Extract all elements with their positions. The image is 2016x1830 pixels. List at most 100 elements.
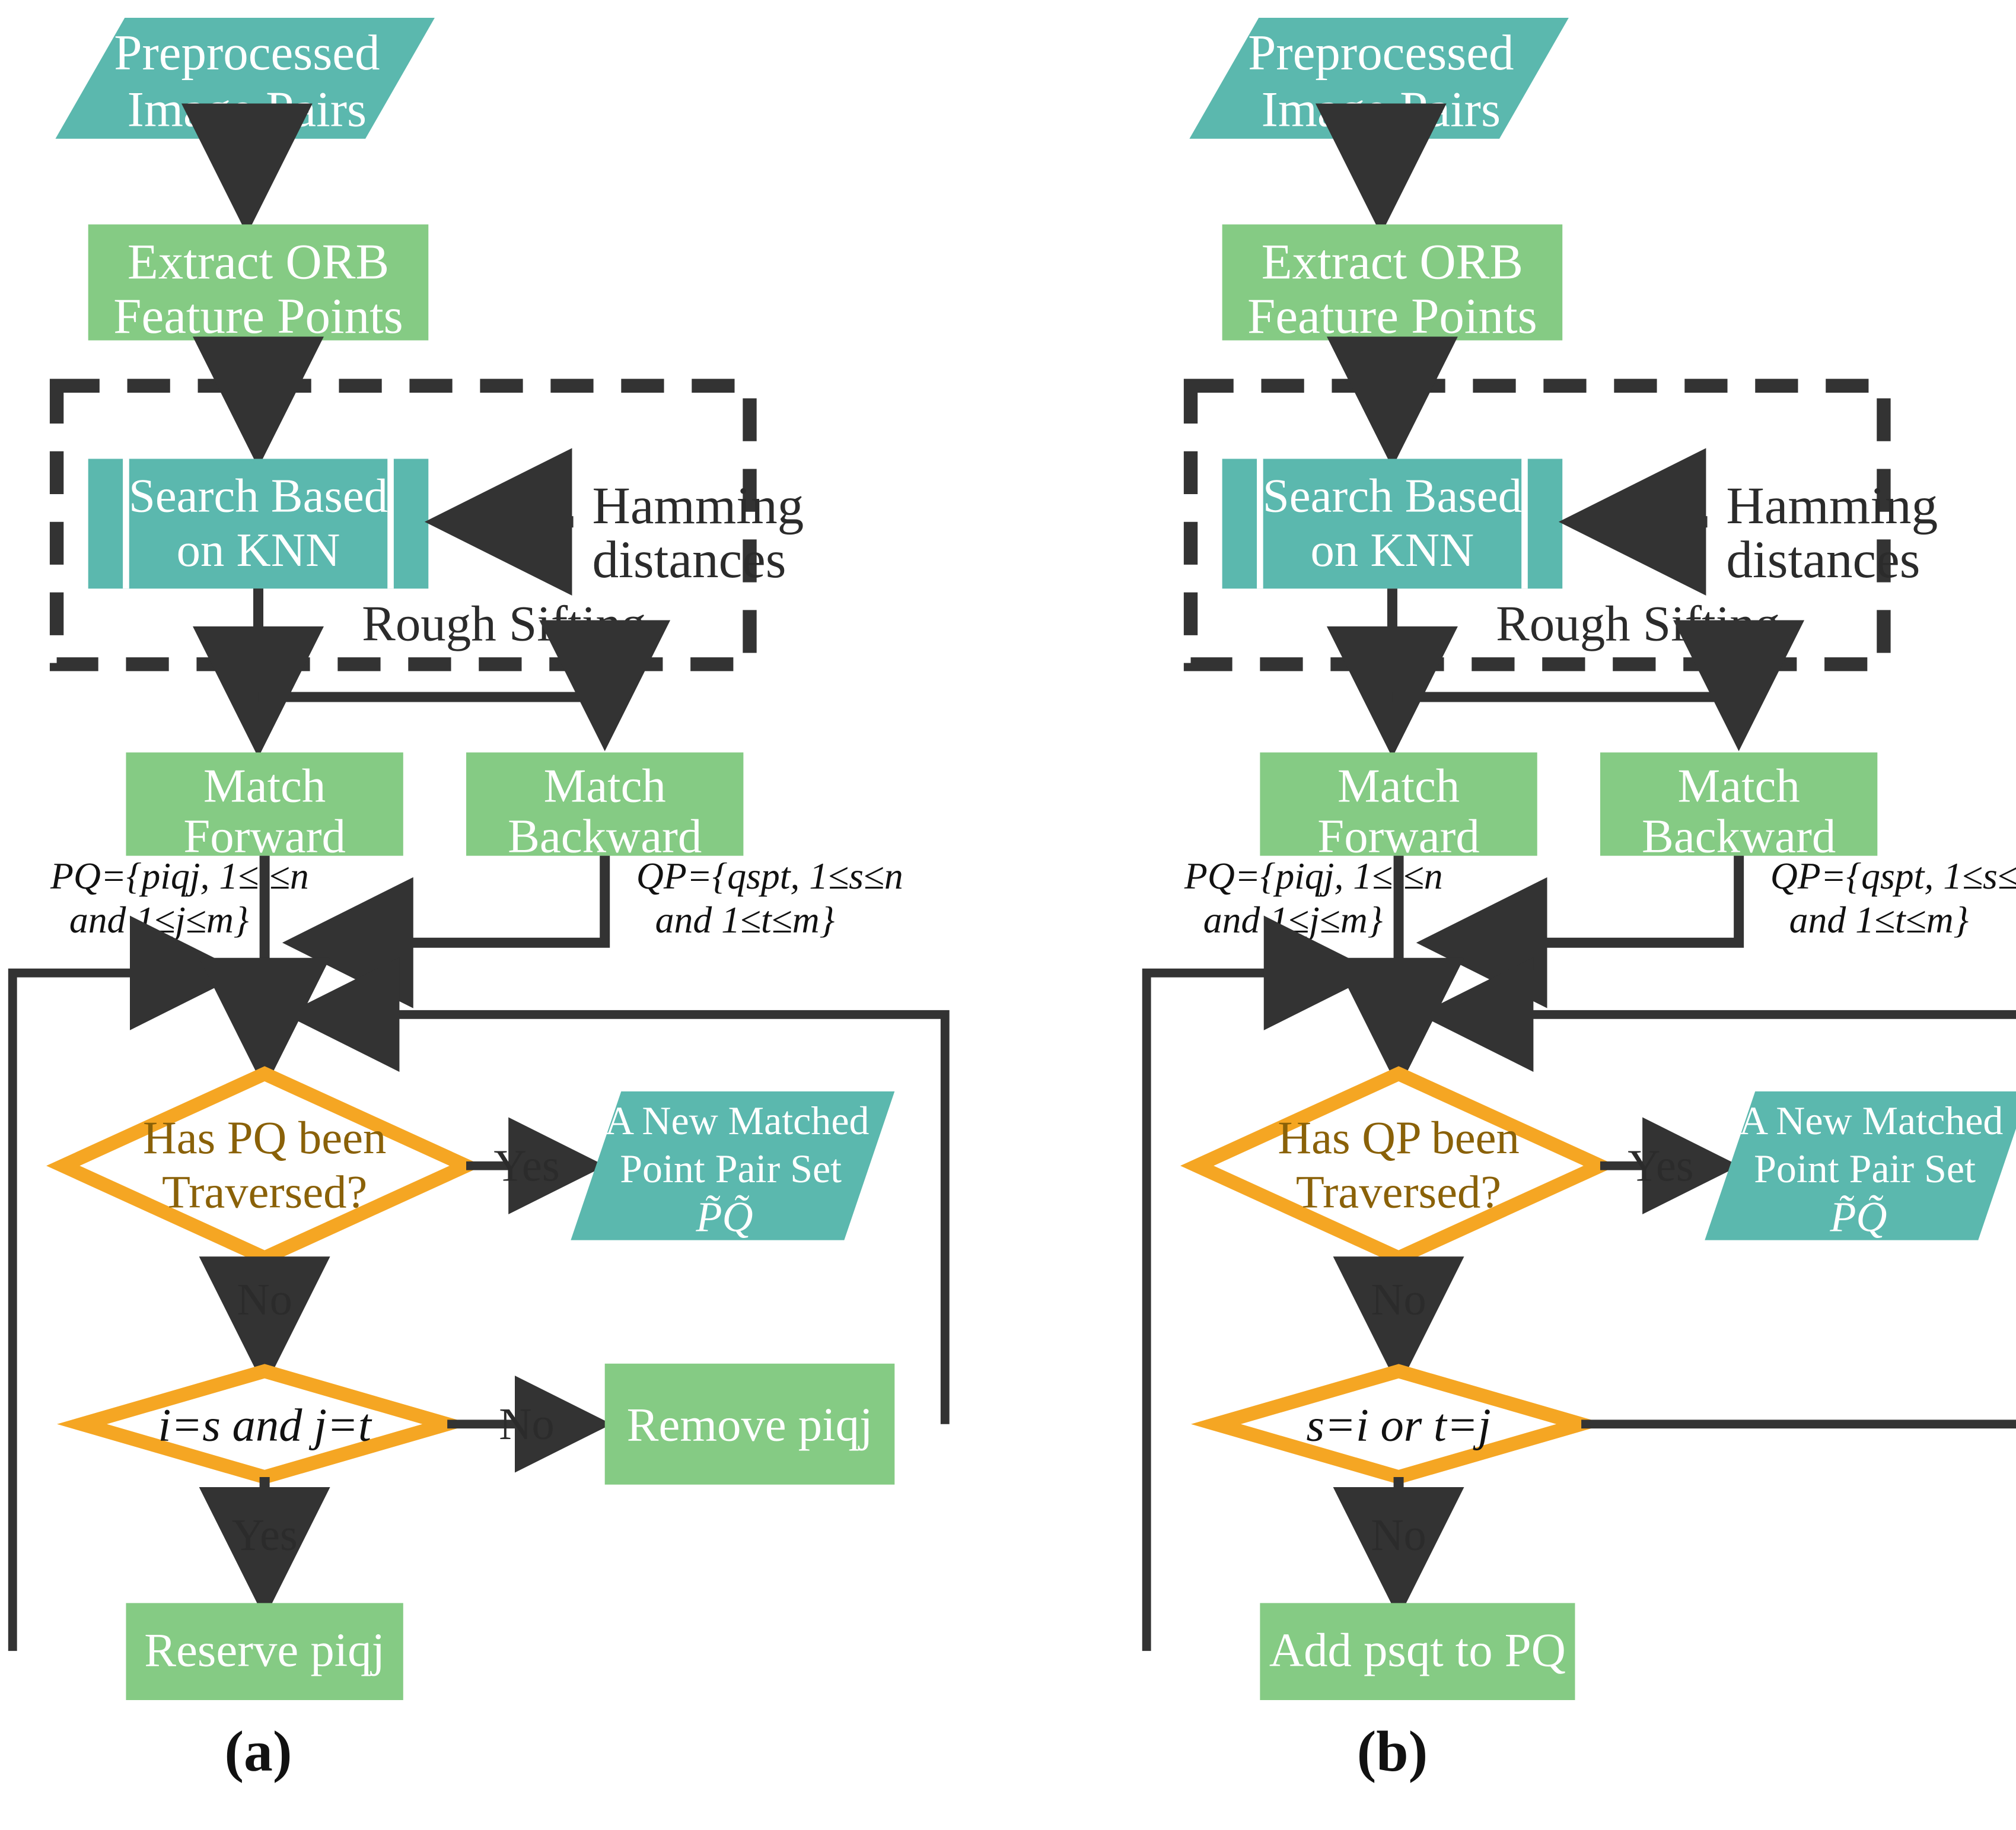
panel-a-caption: (a) bbox=[225, 1720, 292, 1784]
panel-a-input-label-1: Preprocessed bbox=[114, 25, 380, 81]
panel-a-edge-backward-to-junction bbox=[282, 855, 610, 1008]
panel-b-rough-sifting-label: Rough Sifting bbox=[1496, 596, 1780, 651]
panel-a-pq-set-line-1: PQ={piqj, 1≤i≤n bbox=[50, 855, 309, 897]
panel-a-qp-set-line-1: QP={qspt, 1≤s≤n bbox=[636, 855, 903, 897]
panel-b-knn-rect bbox=[1222, 459, 1563, 589]
panel-a-decision1-no-label: No bbox=[237, 1274, 292, 1325]
panel-a-match-backward-rect bbox=[466, 752, 744, 856]
panel-a-edge-knn-to-backward bbox=[258, 620, 671, 752]
panel-a: Preprocessed Image Pairs Extract ORB Fea… bbox=[8, 17, 950, 1784]
panel-b-add-node: Add psqt to PQ bbox=[1260, 1603, 1575, 1700]
panel-a-edge-reserve-feedback bbox=[8, 915, 245, 1651]
panel-b-extract-rect bbox=[1222, 224, 1563, 340]
panel-a-output-parallelogram bbox=[571, 1091, 895, 1240]
panel-b-hamming-label-2: distances bbox=[1726, 530, 1920, 589]
panel-b-match-forward-node: Match Forward bbox=[1260, 752, 1537, 863]
panel-a-rough-sifting-label: Rough Sifting bbox=[362, 596, 646, 651]
panel-a-decision2-label: i=s and j=t bbox=[158, 1399, 372, 1451]
panel-b-extract-node: Extract ORB Feature Points bbox=[1222, 224, 1563, 344]
panel-a-decision1-yes-label: Yes bbox=[493, 1141, 559, 1191]
panel-b-match-backward-rect bbox=[1600, 752, 1878, 856]
panel-b-output-label-1: A New Matched bbox=[1739, 1098, 2003, 1143]
panel-b-output-node: A New Matched Point Pair Set P̃Q̃ bbox=[1705, 1091, 2016, 1241]
panel-a-match-backward-label-1: Match bbox=[544, 759, 666, 812]
panel-a-knn-rect bbox=[88, 459, 429, 589]
panel-a-reserve-node: Reserve piqj bbox=[126, 1603, 403, 1700]
panel-b-decision2-label: s=i or t=j bbox=[1306, 1399, 1490, 1451]
panel-b-match-backward-node: Match Backward bbox=[1600, 752, 1878, 863]
panel-a-hamming-label-2: distances bbox=[592, 530, 786, 589]
panel-b-output-label-2: Point Pair Set bbox=[1754, 1146, 1976, 1191]
panel-b-decision1-label-2: Traversed? bbox=[1296, 1166, 1501, 1218]
panel-b-pq-set-line-2: and 1≤j≤m} bbox=[1203, 899, 1383, 941]
panel-a-qp-set-line-2: and 1≤t≤m} bbox=[655, 899, 835, 941]
panel-a-extract-rect bbox=[88, 224, 429, 340]
panel-a-decision2-yes-label: Yes bbox=[231, 1510, 297, 1560]
panel-b-match-forward-label-2: Forward bbox=[1317, 810, 1479, 863]
panel-a-remove-node: Remove piqj bbox=[604, 1363, 895, 1485]
panel-a-reserve-label: Reserve piqj bbox=[144, 1624, 385, 1677]
panel-a-input-parallelogram bbox=[55, 17, 435, 139]
panel-a-output-label-3: P̃Q̃ bbox=[695, 1194, 753, 1241]
panel-a-decision2-no-label: No bbox=[499, 1399, 554, 1449]
panel-b-caption: (b) bbox=[1357, 1720, 1428, 1784]
panel-b-edge-backward-to-junction bbox=[1416, 855, 1744, 1008]
panel-a-decision2-node: i=s and j=t bbox=[57, 1364, 473, 1485]
panel-b: Preprocessed Image Pairs Extract ORB Fea… bbox=[1142, 17, 2016, 1784]
panel-b-edge-yes-feedback bbox=[1419, 957, 2016, 1072]
panel-b-decision1-label-1: Has QP been bbox=[1278, 1112, 1519, 1164]
panel-b-match-backward-label-1: Match bbox=[1678, 759, 1800, 812]
panel-a-output-label-1: A New Matched bbox=[605, 1098, 869, 1143]
panel-b-edge-add-feedback bbox=[1142, 915, 1379, 1651]
panel-b-match-forward-label-1: Match bbox=[1337, 759, 1460, 812]
panel-a-match-forward-label-1: Match bbox=[203, 759, 326, 812]
panel-a-match-forward-label-2: Forward bbox=[183, 810, 346, 863]
panel-a-decision1-label-2: Traversed? bbox=[162, 1166, 367, 1218]
panel-a-input-label-2: Image Pairs bbox=[128, 82, 367, 138]
panel-b-rough-sifting-group bbox=[1183, 378, 1891, 671]
panel-a-knn-label-1: Search Based bbox=[129, 470, 388, 523]
panel-b-match-forward-rect bbox=[1260, 752, 1537, 856]
panel-a-extract-label-2: Feature Points bbox=[113, 288, 403, 344]
panel-a-remove-label: Remove piqj bbox=[627, 1398, 873, 1451]
panel-a-edge-remove-feedback bbox=[285, 957, 950, 1424]
panel-b-add-rect bbox=[1260, 1603, 1575, 1700]
panel-a-knn-label-2: on KNN bbox=[177, 524, 340, 577]
panel-a-output-node: A New Matched Point Pair Set P̃Q̃ bbox=[571, 1091, 895, 1241]
panel-a-match-forward-node: Match Forward bbox=[126, 752, 403, 863]
panel-a-output-label-2: Point Pair Set bbox=[620, 1146, 842, 1191]
panel-b-input-label-2: Image Pairs bbox=[1262, 82, 1501, 138]
panel-a-remove-rect bbox=[604, 1363, 895, 1485]
panel-b-qp-set-line-2: and 1≤t≤m} bbox=[1789, 899, 1969, 941]
panel-b-hamming-label-1: Hamming bbox=[1726, 476, 1938, 535]
panel-b-qp-set-line-1: QP={qspt, 1≤s≤n bbox=[1770, 855, 2016, 897]
panel-b-knn-label-1: Search Based bbox=[1263, 470, 1522, 523]
panel-a-pq-set-line-2: and 1≤j≤m} bbox=[69, 899, 249, 941]
panel-a-reserve-rect bbox=[126, 1603, 403, 1700]
panel-b-edge-knn-to-backward bbox=[1392, 620, 1805, 752]
panel-b-input-label-1: Preprocessed bbox=[1248, 25, 1514, 81]
panel-b-output-parallelogram bbox=[1705, 1091, 2016, 1240]
panel-b-pq-set-line-1: PQ={piqj, 1≤i≤n bbox=[1184, 855, 1443, 897]
panel-a-knn-node: Search Based on KNN bbox=[88, 459, 429, 589]
panel-a-input-node: Preprocessed Image Pairs bbox=[55, 17, 435, 139]
panel-b-knn-node: Search Based on KNN bbox=[1222, 459, 1563, 589]
panel-b-add-label: Add psqt to PQ bbox=[1269, 1624, 1566, 1677]
panel-a-rough-sifting-group bbox=[49, 378, 757, 671]
panel-b-match-backward-label-2: Backward bbox=[1642, 810, 1836, 863]
panel-b-decision1-yes-label: Yes bbox=[1628, 1141, 1693, 1191]
panel-b-output-label-3: P̃Q̃ bbox=[1829, 1194, 1887, 1241]
panel-a-decision1-label-1: Has PQ been bbox=[143, 1112, 386, 1164]
panel-b-input-parallelogram bbox=[1189, 17, 1569, 139]
panel-b-decision1-no-label: No bbox=[1371, 1274, 1426, 1325]
panel-b-knn-label-2: on KNN bbox=[1311, 524, 1474, 577]
panel-b-decision2-no-label: No bbox=[1371, 1510, 1426, 1560]
panel-b-extract-label-1: Extract ORB bbox=[1262, 234, 1523, 290]
panel-a-match-backward-label-2: Backward bbox=[508, 810, 702, 863]
panel-b-extract-label-2: Feature Points bbox=[1247, 288, 1537, 344]
panel-a-extract-label-1: Extract ORB bbox=[128, 234, 389, 290]
panel-a-match-forward-rect bbox=[126, 752, 403, 856]
panel-a-extract-node: Extract ORB Feature Points bbox=[88, 224, 429, 344]
panel-a-match-backward-node: Match Backward bbox=[466, 752, 744, 863]
